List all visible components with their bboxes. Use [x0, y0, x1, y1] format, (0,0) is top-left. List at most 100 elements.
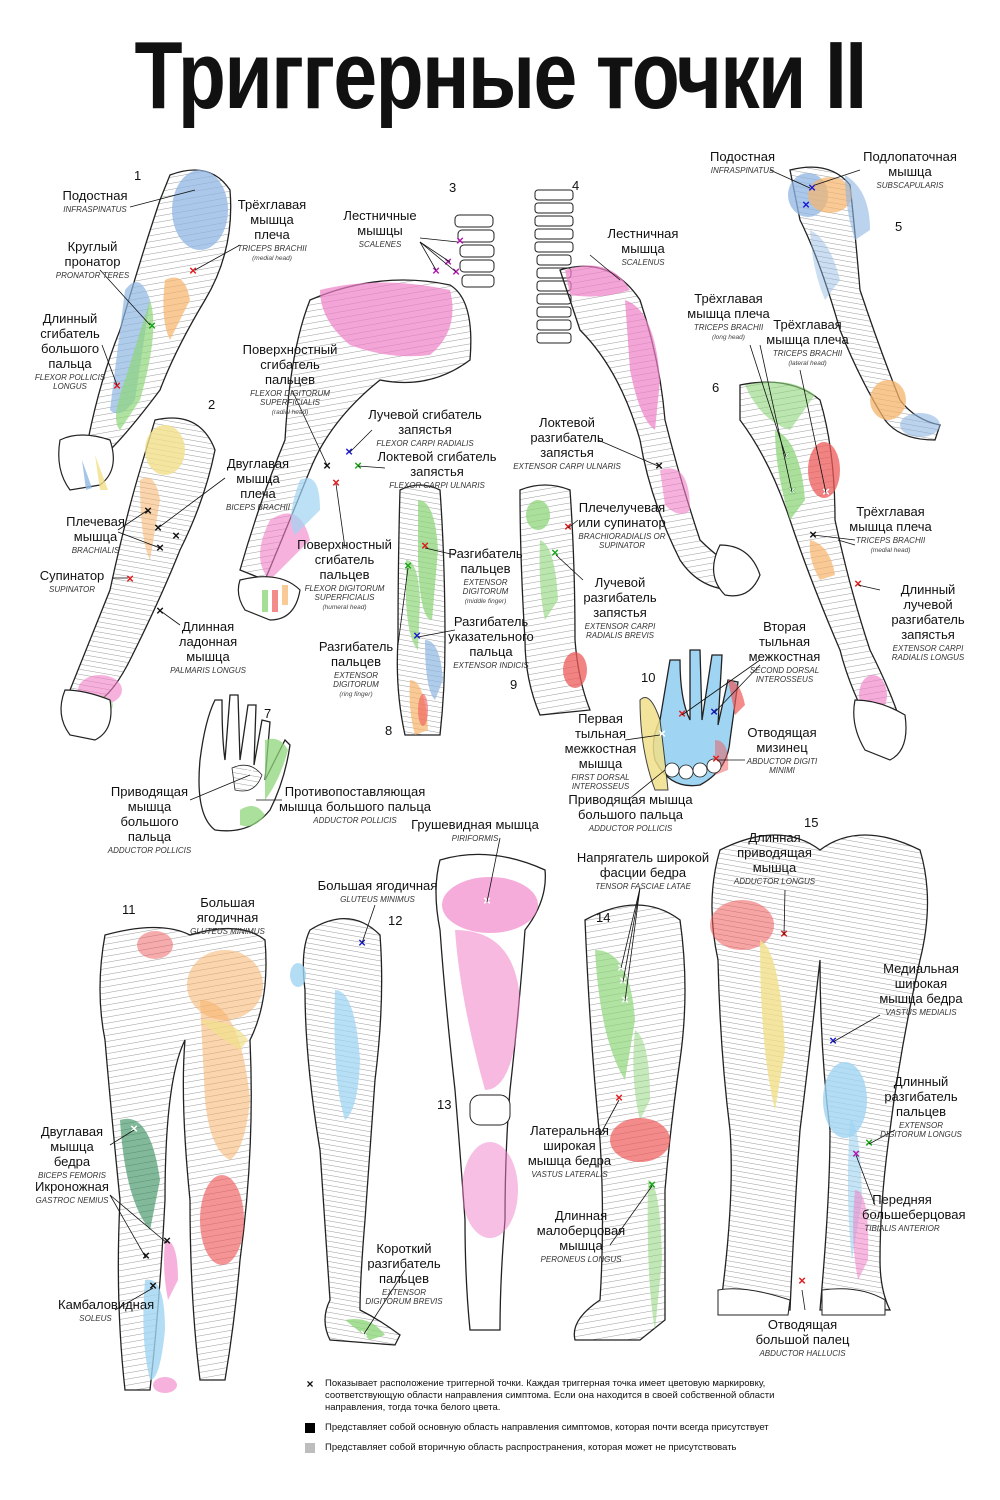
label-flexor-pollicis-longus: Длинный сгибатель большого пальца FLEXOR… — [30, 311, 110, 391]
label-ru: Плечевая мышца — [66, 514, 125, 544]
label-ru: Подлопаточная мышца — [863, 149, 957, 179]
label-ru: Латеральная широкая мышца бедра — [527, 1123, 612, 1168]
label-ru: Короткий разгибатель пальцев — [367, 1241, 441, 1286]
label-la: GLUTEUS MINIMUS — [190, 926, 265, 936]
label-triceps-medial-head: Трёхглавая мышца плеча TRICEPS BRACHII (… — [848, 504, 933, 555]
label-la: EXTENSOR DIGITORUM BREVIS — [365, 1287, 443, 1306]
figure-9-forearm — [519, 484, 591, 716]
label-la: SOLEUS — [79, 1313, 112, 1323]
svg-text:×: × — [432, 263, 440, 278]
label-ecrl: Длинный лучевой разгибатель запястья EXT… — [878, 582, 978, 662]
label-ru: Вторая тыльная межкостная — [748, 619, 821, 664]
svg-text:×: × — [809, 527, 817, 542]
label-la: VASTUS MEDIALIS — [885, 1007, 957, 1017]
label-ru: Подостная — [62, 188, 128, 203]
figure-number-4: 4 — [572, 178, 580, 193]
label-ru: Длинный разгибатель пальцев — [884, 1074, 958, 1119]
svg-text:×: × — [113, 378, 121, 393]
svg-text:×: × — [323, 458, 331, 473]
svg-text:×: × — [564, 519, 572, 534]
svg-text:×: × — [142, 1248, 150, 1263]
legend: × Показывает расположение триггерной точ… — [305, 1378, 825, 1461]
figure-14-leg — [573, 904, 686, 1341]
label-extensor-indicis: Разгибатель указательного пальца EXTENSO… — [446, 614, 536, 670]
label-la: PALMARIS LONGUS — [170, 665, 246, 675]
label-la: TRICEPS BRACHII — [237, 243, 307, 253]
svg-text:×: × — [354, 458, 362, 473]
trigger-point-marker-icon: × — [306, 1377, 314, 1391]
figure-number-1: 1 — [134, 168, 142, 183]
label-la: EXTENSOR DIGITORUM — [333, 670, 379, 690]
label-sub: (medial head) — [870, 547, 911, 555]
figure-10-hand — [639, 649, 745, 791]
svg-text:×: × — [452, 264, 460, 279]
figure-7-hand — [198, 694, 291, 832]
label-la: BRACHIALIS — [71, 545, 120, 555]
svg-text:×: × — [332, 475, 340, 490]
figure-number-10: 10 — [641, 670, 656, 685]
label-ru: Поверхностный сгибатель пальцев — [242, 342, 338, 387]
label-la: PERONEUS LONGUS — [540, 1254, 622, 1264]
svg-text:×: × — [808, 180, 816, 195]
label-ecrb: Лучевой разгибатель запястья EXTENSOR CA… — [580, 575, 660, 640]
label-ru: Поверхностный сгибатель пальцев — [297, 537, 392, 582]
svg-text:×: × — [802, 197, 810, 212]
svg-text:×: × — [829, 1033, 837, 1048]
figure-number-7: 7 — [264, 706, 272, 721]
label-ru: Круглый пронатор — [64, 239, 121, 269]
label-ru: Трёхглавая мышца плеча — [237, 197, 307, 242]
label-la: TRICEPS BRACHII — [772, 348, 843, 358]
svg-text:×: × — [345, 444, 353, 459]
label-la: EXTENSOR CARPI RADIALIS LONGUS — [891, 643, 965, 662]
label-extensor-digitorum-middle: Разгибатель пальцев EXTENSOR DIGITORUM (… — [448, 546, 523, 606]
label-la: EXTENSOR CARPI ULNARIS — [513, 461, 621, 471]
label-la: TENSOR FASCIAE LATAE — [595, 881, 691, 891]
label-ru: Большая ягодичная — [317, 878, 438, 893]
label-tensor-fasciae-latae: Напрягатель широкой фасции бедра TENSOR … — [568, 850, 718, 891]
svg-text:×: × — [444, 254, 452, 269]
svg-text:×: × — [126, 571, 134, 586]
label-la: ADDUCTOR POLLICIS — [588, 823, 673, 833]
svg-text:×: × — [172, 528, 180, 543]
label-triceps-long-head: Трёхглавая мышца плеча TRICEPS BRACHII (… — [686, 291, 771, 342]
label-la: FIRST DORSAL INTEROSSEUS — [571, 772, 630, 791]
label-abductor-hallucis: Отводящая большой палец ABDUCTOR HALLUCI… — [755, 1317, 850, 1358]
label-la: EXTENSOR CARPI RADIALIS BREVIS — [584, 621, 656, 640]
figure-6-arm — [739, 381, 907, 761]
figure-8-forearm — [396, 484, 446, 736]
label-infraspinatus-1: Подостная INFRASPINATUS — [50, 188, 140, 214]
label-ru: Плечелучевая или супинатор — [578, 500, 666, 530]
legend-row-primary-area: Представляет собой основную область напр… — [305, 1422, 825, 1434]
label-la: ABDUCTOR HALLUCIS — [759, 1348, 846, 1358]
label-la: TRICEPS BRACHII — [693, 322, 764, 332]
label-sub: (medial head) — [252, 255, 292, 262]
label-extensor-digitorum-ring: Разгибатель пальцев EXTENSOR DIGITORUM (… — [316, 639, 396, 699]
label-supinator: Супинатор SUPINATOR — [32, 568, 112, 594]
label-la: ADDUCTOR POLLICIS — [313, 815, 397, 825]
label-flexor-carpi-radialis: Лучевой сгибатель запястья FLEXOR CARPI … — [360, 407, 490, 448]
svg-text:×: × — [788, 483, 796, 498]
figure-12-leg — [290, 918, 401, 1346]
svg-text:×: × — [130, 1121, 138, 1136]
label-first-dorsal-interosseus: Первая тыльная межкостная мышца FIRST DO… — [558, 711, 643, 791]
label-ru: Подостная — [709, 149, 775, 164]
label-ru: Супинатор — [39, 568, 105, 583]
label-scalenus: Лестничная мышца SCALENUS — [598, 226, 688, 267]
label-ru: Отводящая мизинец — [747, 725, 817, 755]
label-triceps-lateral-head: Трёхглавая мышца плеча TRICEPS BRACHII (… — [765, 317, 850, 368]
label-ru: Трёхглавая мышца плеча — [849, 504, 932, 534]
svg-text:×: × — [189, 263, 197, 278]
svg-text:×: × — [822, 484, 830, 499]
leader-lines — [99, 169, 896, 1335]
svg-text:×: × — [655, 458, 663, 473]
figure-number-15: 15 — [804, 815, 819, 830]
label-extensor-carpi-ulnaris: Локтевой разгибатель запястья EXTENSOR C… — [512, 415, 622, 471]
figure-number-2: 2 — [208, 397, 216, 412]
legend-text: Представляет собой основную область напр… — [325, 1421, 769, 1433]
label-subscapularis: Подлопаточная мышца SUBSCAPULARIS — [855, 149, 965, 190]
label-adductor-pollicis-7: Приводящая мышца большого пальца ADDUCTO… — [102, 784, 197, 855]
label-ru: Первая тыльная межкостная мышца — [564, 711, 637, 771]
svg-text:×: × — [798, 1273, 806, 1288]
label-scalenes: Лестничные мышцы SCALENES — [340, 208, 420, 249]
